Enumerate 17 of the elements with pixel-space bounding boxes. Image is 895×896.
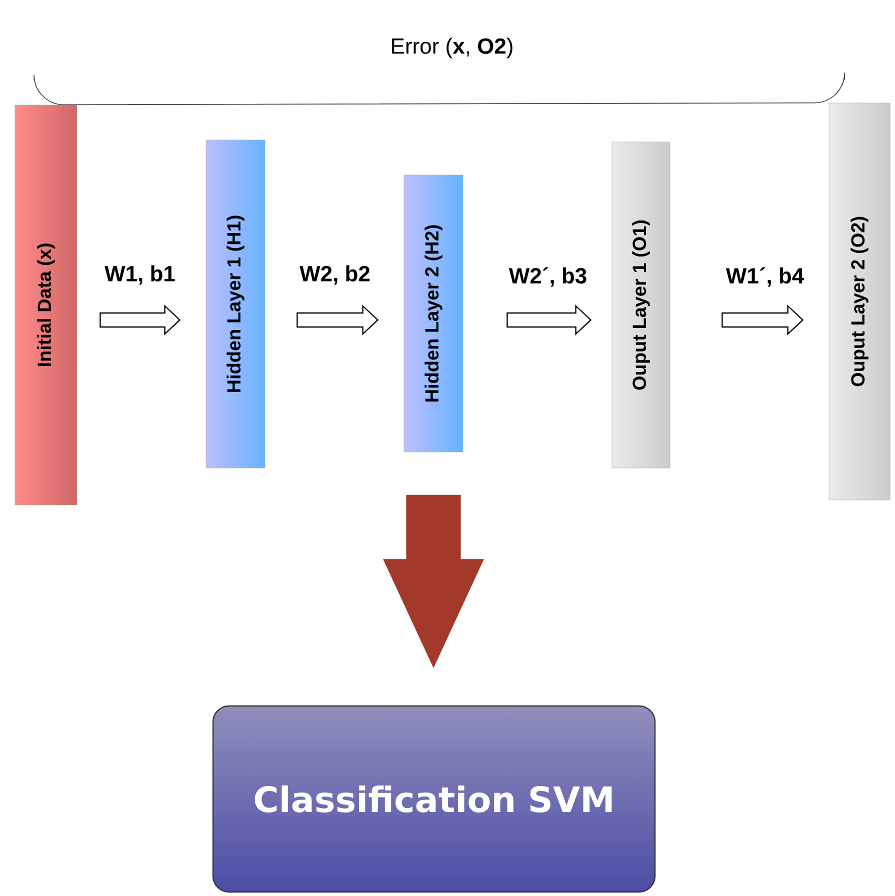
classifier-box: Classification SVM — [212, 705, 656, 893]
edge-label: W1, b1 — [104, 264, 176, 286]
hollow-arrow — [506, 304, 592, 336]
edge-label: W2´, b3 — [508, 266, 588, 288]
edge-label: W1´, b4 — [724, 266, 806, 288]
down-arrow — [383, 494, 484, 668]
hollow-arrow — [296, 304, 379, 336]
edge-label: W2, b2 — [298, 264, 372, 286]
hollow-arrow — [722, 304, 804, 336]
layer-bar: Ouput Layer 1 (O1) — [612, 142, 670, 468]
layer-bar: Hidden Layer 1 (H1) — [206, 140, 266, 468]
layer-bar: Hidden Layer 2 (H2) — [404, 174, 464, 452]
edge-label: Error (x, O2) — [389, 36, 515, 60]
layer-bar: Ouput Layer 2 (O2) — [828, 102, 890, 500]
bracket-line — [34, 72, 845, 106]
hollow-arrow — [100, 304, 181, 336]
layer-bar: Initial Data (x) — [14, 104, 78, 506]
